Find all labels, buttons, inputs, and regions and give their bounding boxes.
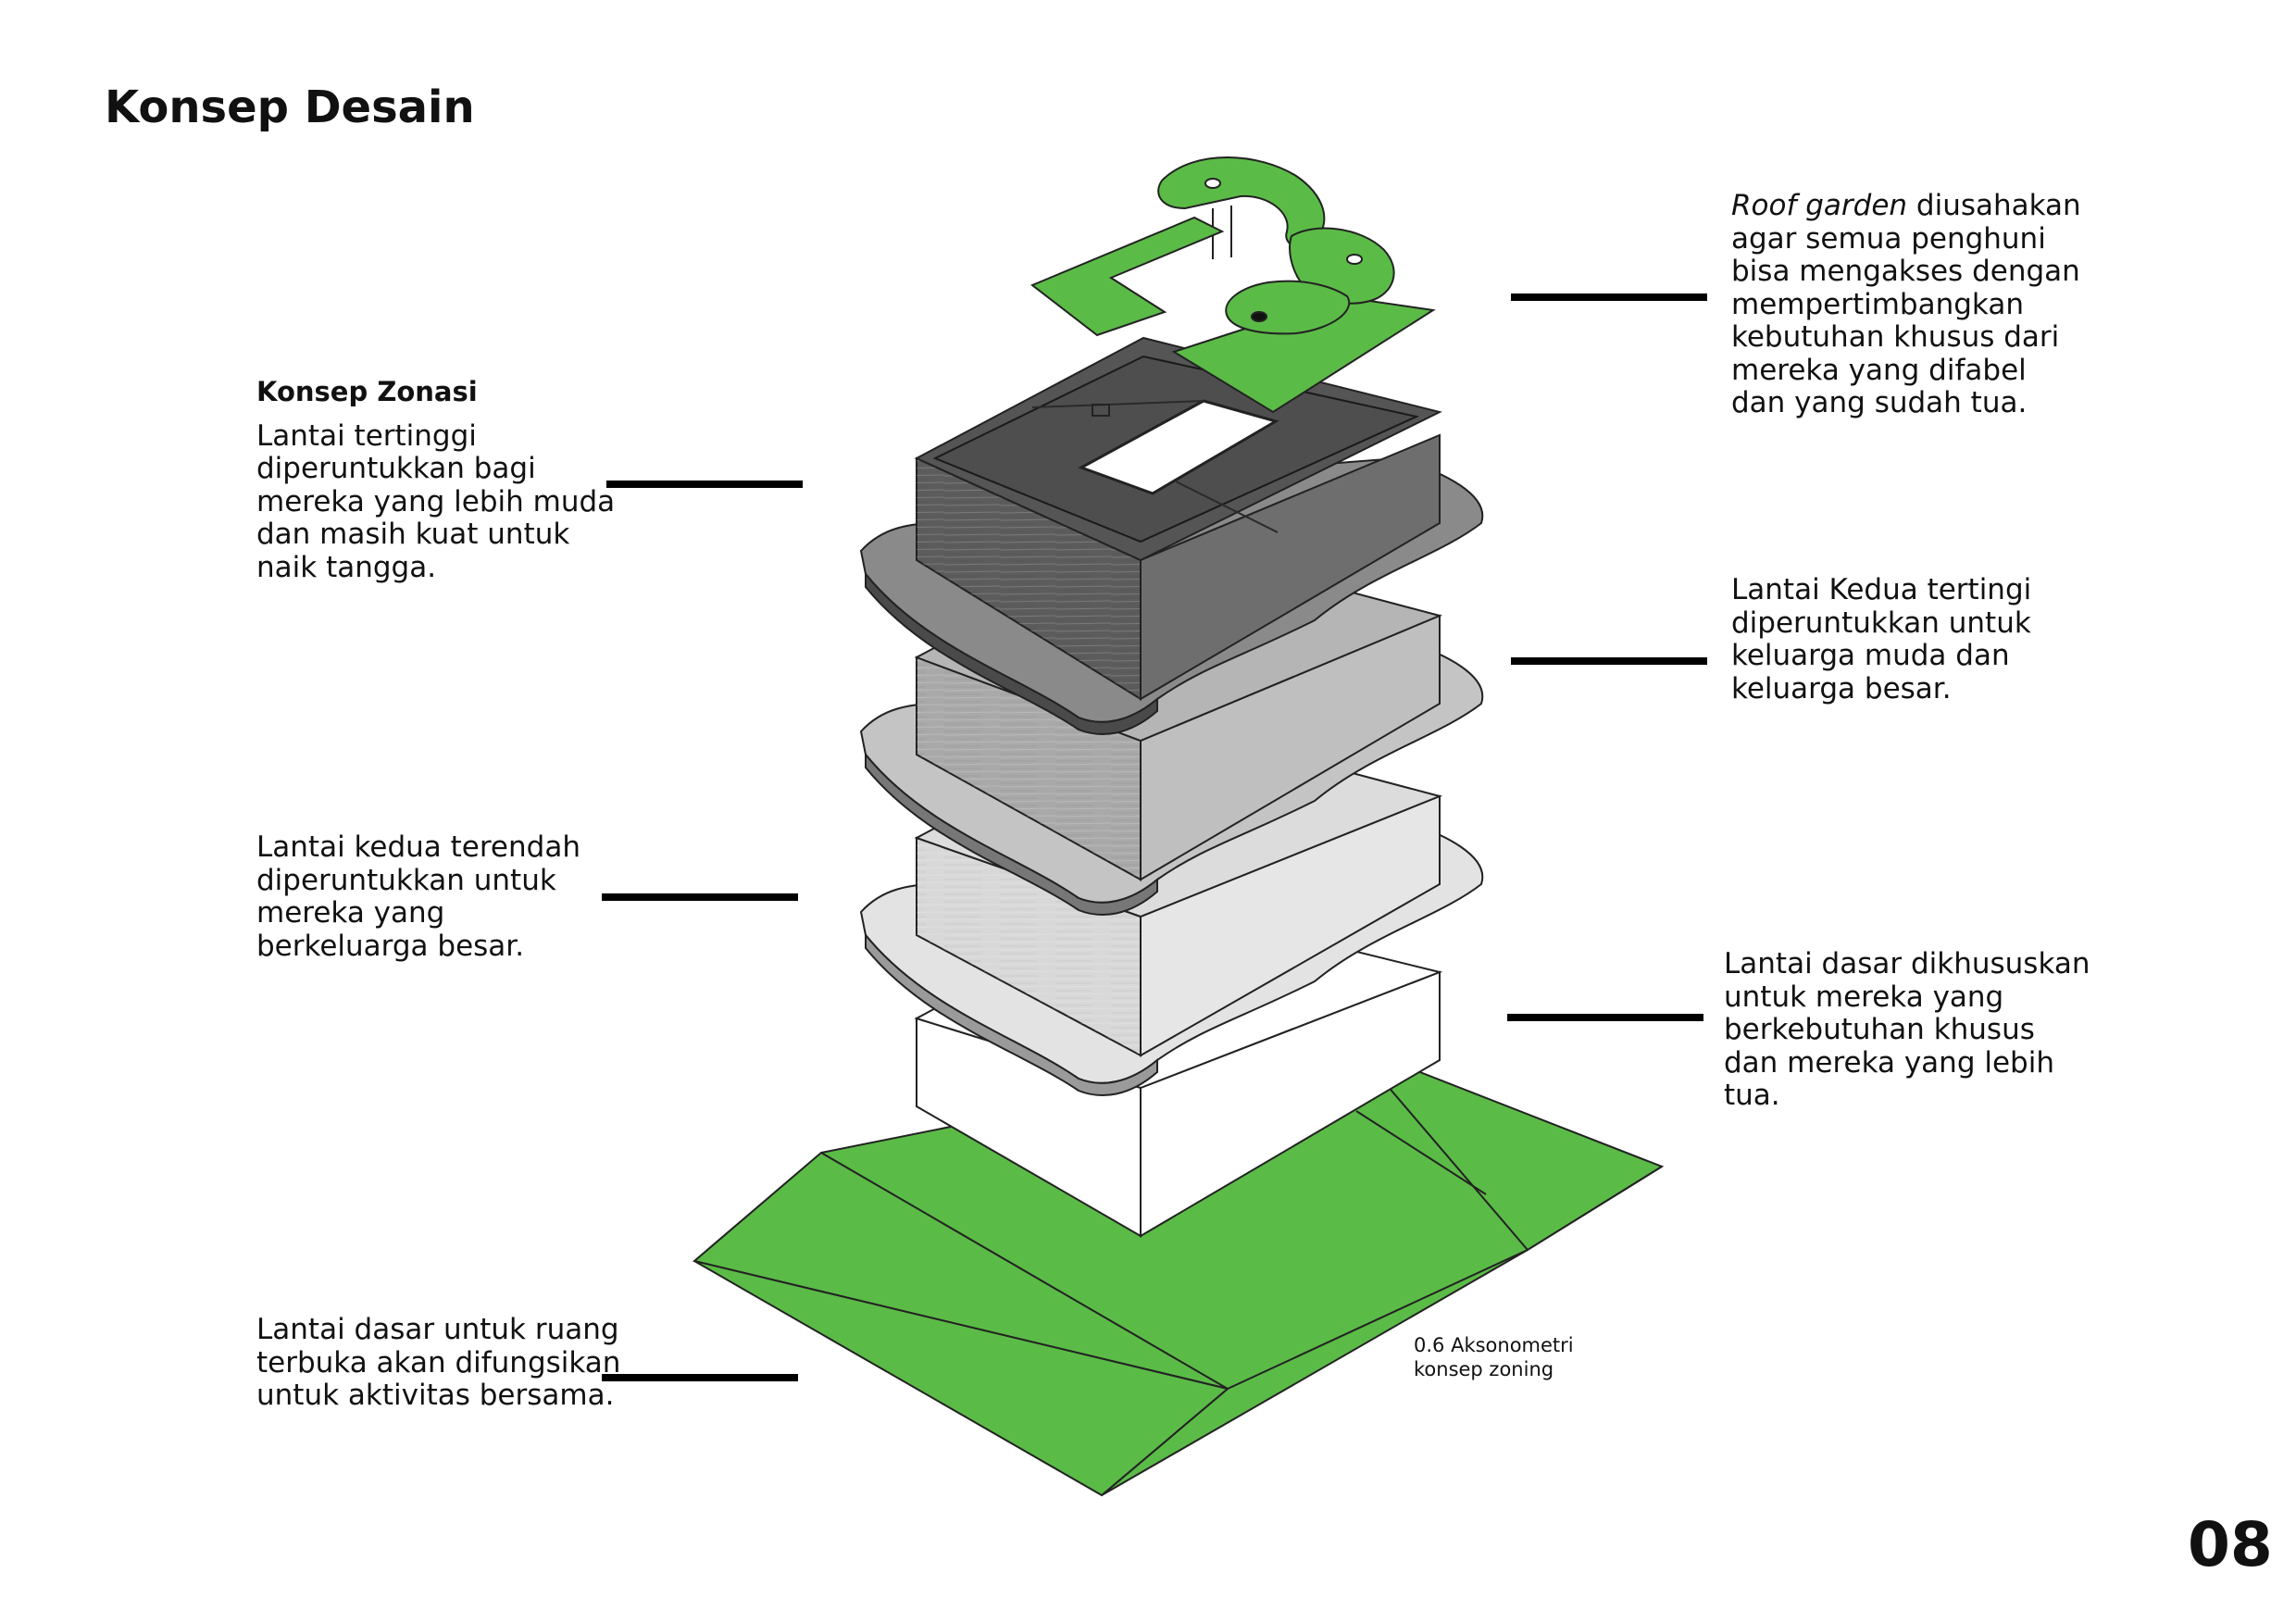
ground-site [692, 1044, 1665, 1497]
note-line: terbuka akan difungsikan [256, 1345, 621, 1380]
note-line: mereka yang lebih muda [256, 484, 616, 518]
note-line: mereka yang difabel [1731, 353, 2027, 387]
note-line: berkebutuhan khusus [1724, 1013, 2035, 1046]
roof-garden-term: Roof garden [1731, 189, 1908, 222]
leader-line-top-floor [606, 481, 803, 488]
note-line: Roof garden diusahakan [1731, 189, 2081, 223]
note-line: diperuntukkan untuk [1731, 606, 2031, 640]
note-line: Lantai kedua terendah [256, 830, 580, 864]
note-line: naik tangga. [256, 550, 437, 584]
top-floor-block [914, 336, 1442, 701]
note-line: mempertimbangkan [1731, 287, 2024, 321]
caption-line: 0.6 Aksonometri [1414, 1334, 1574, 1356]
second-highest-note: Lantai Kedua tertingi diperuntukkan untu… [1731, 573, 2032, 705]
leader-line-second-highest [1511, 657, 1707, 665]
note-line: Lantai dasar untuk ruang [256, 1313, 619, 1346]
figure-caption: 0.6 Aksonometri konsep zoning [1414, 1333, 1574, 1381]
note-line: Lantai dasar dikhususkan [1724, 947, 2090, 980]
note-line: Lantai Kedua tertingi [1731, 573, 2032, 606]
note-line: untuk mereka yang [1724, 980, 2004, 1014]
note-line: kebutuhan khusus dari [1731, 320, 2060, 354]
note-line: bisa mengakses dengan [1731, 255, 2080, 288]
leader-line-roof-garden [1511, 293, 1707, 301]
note-line: dan mereka yang lebih [1724, 1045, 2054, 1080]
note-line: tua. [1724, 1079, 1780, 1112]
roof-garden [1030, 156, 1436, 414]
note-line: diperuntukkan bagi [256, 452, 536, 485]
page-number: 08 [2188, 1509, 2273, 1580]
note-line: keluarga muda dan [1731, 639, 2010, 672]
note-line: keluarga besar. [1731, 671, 1952, 705]
note-line: dan masih kuat untuk [256, 518, 570, 551]
note-line-rest: diusahakan [1915, 189, 2081, 222]
second-lowest-note: Lantai kedua terendah diperuntukkan untu… [256, 830, 580, 963]
note-line: untuk aktivitas bersama. [256, 1379, 615, 1412]
leader-line-ground-floor [1507, 1014, 1703, 1021]
note-line: agar semua penghuni [1731, 221, 2046, 256]
page-title: Konsep Desain [105, 81, 475, 133]
roof-garden-note: Roof garden diusahakan agar semua penghu… [1731, 189, 2081, 420]
zonasi-heading: Konsep Zonasi [256, 376, 478, 407]
ground-open-note: Lantai dasar untuk ruang terbuka akan di… [256, 1313, 621, 1413]
note-line: Lantai tertinggi [256, 418, 477, 453]
leader-line-second-lowest [602, 893, 798, 901]
note-line: mereka yang [256, 896, 445, 930]
caption-line: konsep zoning [1414, 1358, 1554, 1380]
note-line: berkeluarga besar. [256, 929, 525, 963]
ground-floor-note: Lantai dasar dikhususkan untuk mereka ya… [1724, 947, 2090, 1113]
note-line: diperuntukkan untuk [256, 863, 556, 897]
leader-line-ground-open [602, 1374, 798, 1381]
zonasi-note: Konsep Zonasi Lantai tertinggi diperuntu… [256, 376, 615, 584]
note-line: dan yang sudah tua. [1731, 386, 2028, 419]
